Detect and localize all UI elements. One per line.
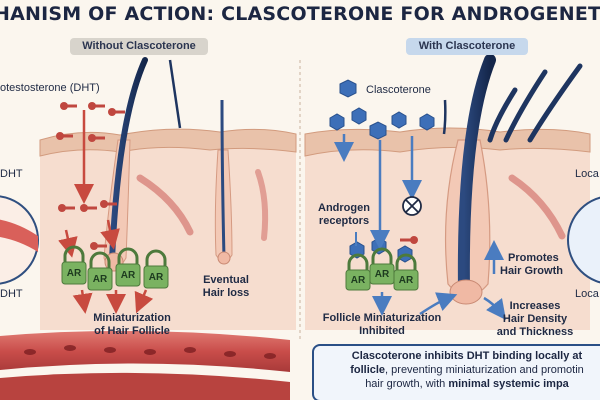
blood-vessel	[0, 330, 290, 400]
muscle-right	[508, 174, 566, 240]
summary-part-3: , preventing miniaturization and promoti…	[385, 364, 584, 376]
hair-stubble-right	[442, 99, 447, 135]
label-edge-dht-2: DHT	[0, 288, 23, 300]
ar-label: AR	[374, 269, 390, 280]
summary-part-4: hair growth, with	[365, 378, 449, 390]
arrow-mini-3	[134, 289, 154, 314]
panel-header-with: With Clascoterone	[406, 38, 528, 55]
blocked-icon	[402, 196, 422, 216]
summary-box	[312, 344, 600, 400]
arrow-increases	[483, 296, 507, 320]
label-edge-local-1: Loca	[575, 168, 599, 180]
label-promotes-2: Hair Growth	[500, 265, 563, 277]
arrow-to-follicle	[419, 292, 458, 316]
ar-label: AR	[66, 268, 82, 279]
muscle-left	[136, 174, 194, 236]
ar-label: AR	[120, 270, 136, 281]
ar-label: AR	[350, 275, 366, 286]
androgen-receptors-left	[61, 245, 169, 291]
label-miniaturization-2: of Hair Follicle	[94, 325, 170, 337]
label-inhibited-1: Follicle Miniaturization	[322, 312, 442, 324]
summary-part-5: minimal systemic impa	[448, 378, 569, 390]
label-increases-3: and Thickness	[496, 326, 574, 338]
label-inhibited-2: Inhibited	[359, 325, 405, 337]
label-dht: otestosterone (DHT)	[0, 82, 100, 94]
label-edge-dht-1: DHT	[0, 168, 23, 180]
skin-left	[39, 128, 297, 330]
ar-label: AR	[398, 275, 414, 286]
label-hair-loss-1: Eventual	[203, 274, 249, 286]
dht-keys	[56, 102, 125, 250]
inset-left	[0, 195, 39, 285]
summary-text: Clascoterone inhibits DHT binding locall…	[322, 349, 600, 391]
follicle-healthy	[444, 54, 583, 305]
label-androgen-2: receptors	[318, 215, 370, 227]
hair-stubble-left	[168, 59, 182, 129]
label-androgen-1: Androgen	[318, 202, 370, 214]
muscle-left-2	[255, 169, 269, 241]
dht-key-right	[400, 236, 418, 244]
label-increases-2: Hair Density	[502, 313, 568, 325]
follicle-eventual-loss	[214, 99, 233, 265]
arrow-dht-2	[58, 229, 78, 258]
panel-header-without: Without Clascoterone	[70, 38, 208, 55]
page-title: HANISM OF ACTION: CLASCOTERONE FOR ANDRO…	[0, 3, 600, 25]
arrow-mini-1	[72, 289, 93, 314]
arrow-dht-3	[100, 219, 120, 250]
ar-label: AR	[92, 274, 108, 285]
label-edge-local-2: Loca	[575, 288, 599, 300]
ar-label: AR	[148, 272, 164, 283]
androgen-receptors-right	[345, 247, 419, 291]
summary-part-2: follicle	[350, 364, 386, 376]
summary-part-1: Clascoterone inhibits DHT binding locall…	[351, 350, 583, 362]
label-increases-1: Increases	[509, 300, 561, 312]
label-miniaturization-1: Miniaturization	[93, 312, 171, 324]
inset-right	[567, 196, 600, 284]
label-hair-loss-2: Hair loss	[202, 287, 250, 299]
label-promotes-1: Promotes	[508, 252, 559, 264]
label-clascoterone: Clascoterone	[366, 84, 431, 96]
